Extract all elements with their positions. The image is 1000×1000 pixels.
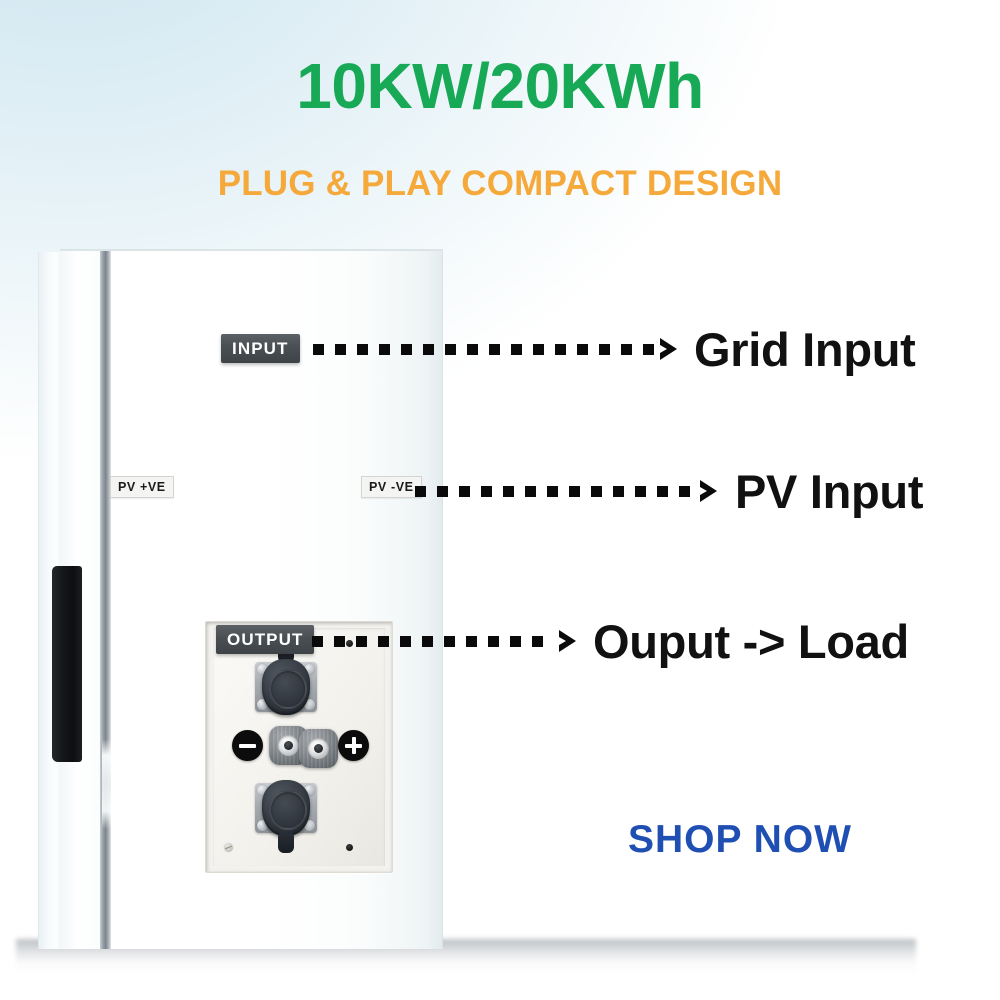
arrow-right-icon xyxy=(559,630,576,652)
cabinet-door-seam xyxy=(100,251,111,949)
connector-bolt-bl xyxy=(257,699,268,710)
connector-cap xyxy=(262,780,310,836)
output-load-connector xyxy=(254,776,318,853)
connector-bolt-bl xyxy=(257,820,268,831)
pv-connector-bore xyxy=(314,744,323,753)
connector-cap-ring xyxy=(269,669,307,709)
minus-bar xyxy=(239,743,256,748)
page-subtitle: PLUG & PLAY COMPACT DESIGN xyxy=(217,164,783,203)
cabinet-top-edge xyxy=(60,249,443,251)
panel-screw-bottom-left xyxy=(224,843,233,852)
callout-output-load: Ouput -> Load xyxy=(593,615,909,668)
connector-panel xyxy=(205,621,393,873)
connector-strain-tab xyxy=(278,831,294,853)
leader-line-grid-input xyxy=(313,336,685,362)
dotted-line xyxy=(415,485,695,497)
dotted-line xyxy=(313,343,655,355)
callout-grid-input: Grid Input xyxy=(694,323,916,376)
minus-icon xyxy=(232,730,263,761)
shop-now-button[interactable]: SHOP NOW xyxy=(628,818,852,861)
arrow-right-icon xyxy=(700,480,717,502)
connector-bolt-tl xyxy=(257,664,268,675)
plus-icon xyxy=(338,730,369,761)
pv-connector-right xyxy=(299,729,338,768)
product-image xyxy=(16,249,916,973)
cabinet-seam-highlight xyxy=(102,739,111,829)
connector-bolt-br xyxy=(304,820,315,831)
pv-connector-bore xyxy=(284,741,293,750)
connector-bolt-tr xyxy=(304,785,315,796)
page-title: 10KW/20KWh xyxy=(296,50,704,122)
output-tag: OUTPUT xyxy=(216,625,315,654)
grid-input-connector xyxy=(254,641,318,719)
leader-line-output-load xyxy=(312,628,584,654)
connector-bolt-tl xyxy=(257,785,268,796)
dotted-line xyxy=(312,635,554,647)
pv-negative-label: PV -VE xyxy=(361,476,422,498)
pv-positive-label: PV +VE xyxy=(110,476,174,498)
plus-bar-vertical xyxy=(351,737,356,754)
connector-bolt-tr xyxy=(304,664,315,675)
panel-hole-bottom-right xyxy=(346,844,353,851)
arrow-right-icon xyxy=(660,338,677,360)
input-tag: INPUT xyxy=(221,334,300,363)
cabinet-back-edge xyxy=(38,252,61,949)
cabinet-handle xyxy=(52,566,82,762)
connector-bolt-br xyxy=(304,699,315,710)
callout-pv-input: PV Input xyxy=(735,465,924,518)
leader-line-pv-input xyxy=(415,478,725,504)
connector-panel-face xyxy=(213,628,385,866)
connector-cap xyxy=(262,659,310,715)
connector-cap-ring xyxy=(269,790,307,830)
